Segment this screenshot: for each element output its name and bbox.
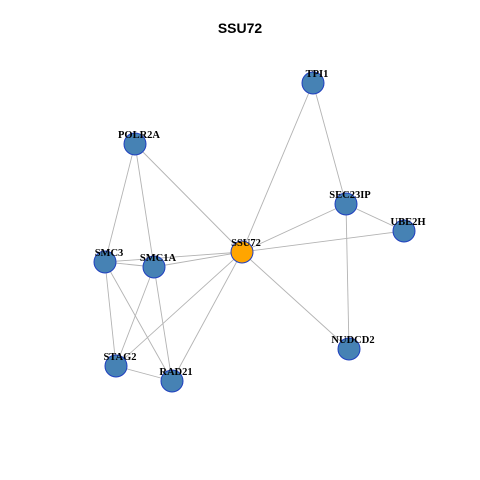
node-label-smc3: SMC3 <box>95 248 124 259</box>
edge-polr2a-smc1a <box>134 143 155 268</box>
edge-polr2a-smc3 <box>104 143 136 263</box>
node-label-ube2h: UBE2H <box>390 217 425 228</box>
edge-ssu72-polr2a <box>134 143 243 253</box>
node-rad21: RAD21 <box>159 367 193 393</box>
node-circle-tpi1 <box>301 71 325 95</box>
node-ssu72: SSU72 <box>230 238 261 264</box>
edge-ssu72-tpi1 <box>241 82 314 253</box>
node-label-nudcd2: NUDCD2 <box>331 335 374 346</box>
node-label-smc1a: SMC1A <box>140 253 177 264</box>
node-polr2a: POLR2A <box>118 130 160 156</box>
edge-ssu72-ube2h <box>241 230 405 253</box>
edge-ssu72-sec23ip <box>241 203 347 253</box>
node-label-tpi1: TPI1 <box>306 69 329 80</box>
node-nudcd2: NUDCD2 <box>331 335 375 361</box>
node-label-rad21: RAD21 <box>159 367 192 378</box>
node-smc3: SMC3 <box>93 248 124 274</box>
node-circle-rad21 <box>160 369 184 393</box>
node-circle-smc1a <box>142 255 166 279</box>
node-smc1a: SMC1A <box>140 253 177 279</box>
node-label-ssu72: SSU72 <box>231 238 261 249</box>
node-circle-ube2h <box>392 219 416 243</box>
edge-ssu72-nudcd2 <box>241 251 350 350</box>
node-circle-nudcd2 <box>337 337 361 361</box>
edge-ssu72-smc3 <box>104 251 243 263</box>
edge-smc3-rad21 <box>104 261 173 382</box>
node-ube2h: UBE2H <box>390 217 426 243</box>
node-stag2: STAG2 <box>103 352 137 378</box>
edge-sec23ip-nudcd2 <box>345 203 350 350</box>
edge-ssu72-smc1a <box>153 251 243 268</box>
node-tpi1: TPI1 <box>301 69 329 95</box>
node-label-sec23ip: SEC23IP <box>329 190 371 201</box>
edge-smc1a-stag2 <box>115 266 155 367</box>
node-circle-ssu72 <box>230 240 254 264</box>
edge-ssu72-stag2 <box>115 251 243 367</box>
edge-smc3-stag2 <box>104 261 117 367</box>
node-circle-polr2a <box>123 132 147 156</box>
edge-smc1a-rad21 <box>153 266 173 382</box>
edge-tpi1-sec23ip <box>312 82 347 205</box>
diagram-title: SSU72 <box>217 20 263 36</box>
node-label-stag2: STAG2 <box>103 352 136 363</box>
edge-ssu72-rad21 <box>171 251 243 382</box>
node-label-polr2a: POLR2A <box>118 130 160 141</box>
node-circle-smc3 <box>93 250 117 274</box>
node-circle-sec23ip <box>334 192 358 216</box>
node-sec23ip: SEC23IP <box>329 190 371 216</box>
node-circle-stag2 <box>104 354 128 378</box>
